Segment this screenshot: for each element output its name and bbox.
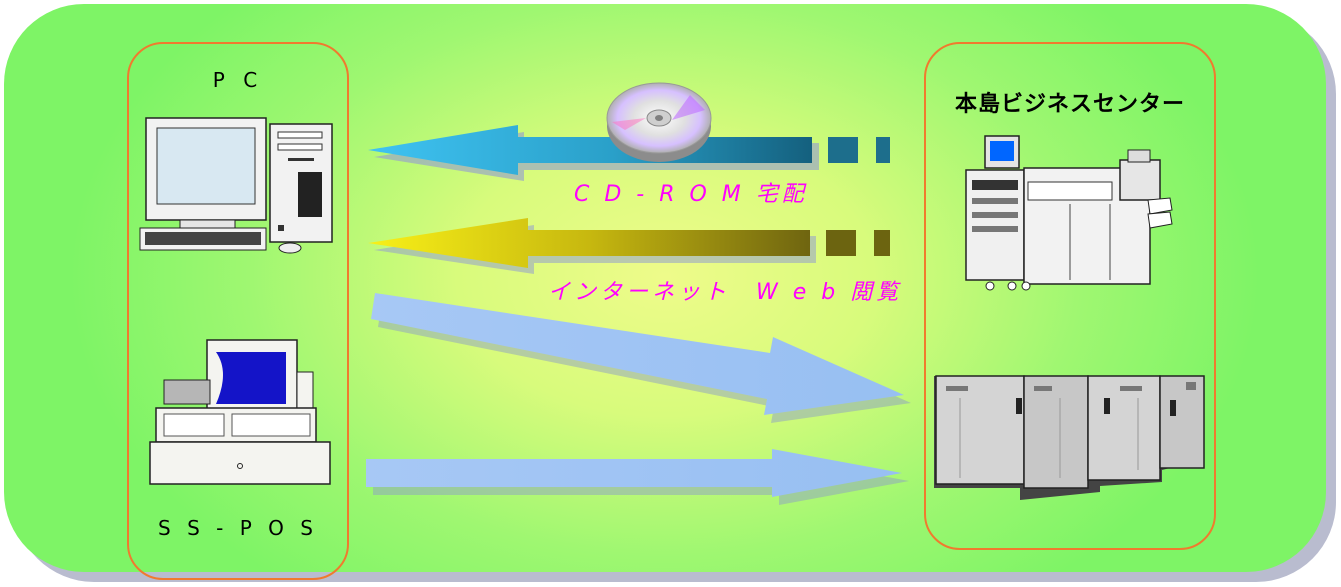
- printer-system-icon: [965, 135, 1173, 291]
- pos-terminal-icon: [149, 339, 331, 485]
- web-arrow-dash-1: [826, 230, 856, 256]
- web-arrow-dash-2: [874, 230, 890, 256]
- cdrom-arrow-dash-2: [876, 137, 890, 163]
- cdrom-caption: C D - R O M 宅配: [574, 182, 808, 207]
- pos-upload-arrow-body: [366, 449, 902, 497]
- pc-upload-arrow: [371, 293, 911, 423]
- cdrom-arrow-dash-1: [828, 137, 858, 163]
- web-arrow: [368, 218, 890, 274]
- web-arrow-body: [368, 218, 810, 268]
- client-panel: [127, 42, 349, 580]
- cd-rom-icon: [606, 82, 712, 162]
- pos-label: S S - P O S: [158, 516, 318, 540]
- mainframe-icon: [934, 375, 1205, 500]
- pos-upload-arrow: [366, 449, 909, 505]
- center-panel: [924, 42, 1216, 550]
- web-caption: インターネット W e b 閲覧: [548, 280, 903, 305]
- pc-icon: [139, 117, 333, 254]
- pc-upload-arrow-body: [371, 293, 904, 415]
- pc-label: P C: [212, 68, 264, 92]
- center-label: 本島ビジネスセンター: [954, 92, 1185, 117]
